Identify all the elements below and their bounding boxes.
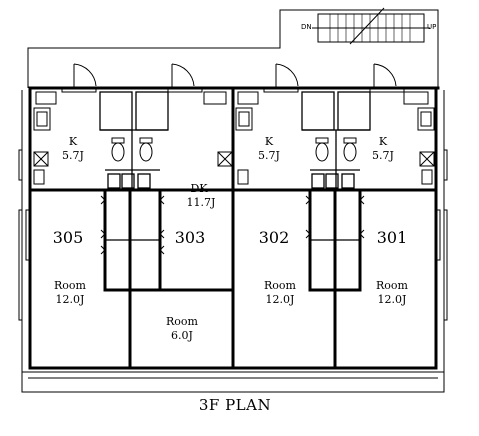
unit-301-kitchen-name: K — [378, 135, 388, 148]
unit-303-room-size: 6.0J — [171, 329, 193, 342]
unit-302-kitchen-name: K — [264, 135, 274, 148]
unit-301-kitchen-size: 5.7J — [372, 149, 394, 162]
unit-301-room-size: 12.0J — [377, 293, 407, 306]
unit-301-room-name: Room — [376, 279, 408, 292]
unit-301-number: 301 — [376, 228, 408, 247]
unit-305-number: 305 — [52, 228, 84, 247]
unit-302-room-name: Room — [264, 279, 296, 292]
unit-303-number: 303 — [174, 228, 206, 247]
unit-302-number: 302 — [258, 228, 290, 247]
unit-305-room-name: Room — [54, 279, 86, 292]
inner-walls — [99, 91, 371, 241]
stair-down-label: DN — [301, 23, 312, 31]
unit-305-kitchen-size: 5.7J — [62, 149, 84, 162]
unit-302-kitchen-size: 5.7J — [258, 149, 280, 162]
windows — [18, 149, 448, 321]
stair-box — [312, 7, 430, 45]
stair-up-label: UP — [427, 23, 437, 31]
plan-title: 3F PLAN — [198, 396, 272, 414]
closet-markers — [100, 195, 365, 255]
building-outline — [21, 9, 445, 393]
unit-305-kitchen-name: K — [68, 135, 78, 148]
unit-302-room-size: 12.0J — [265, 293, 295, 306]
kitchen-fixtures — [33, 91, 435, 185]
toilet-fixtures — [111, 137, 357, 162]
entry-doors — [61, 63, 405, 93]
unit-305-room-size: 12.0J — [55, 293, 85, 306]
unit-303-room-name: Room — [166, 315, 198, 328]
unit-303-dk-name: DK — [190, 182, 208, 195]
unit-303-dk-size: 11.7J — [186, 196, 216, 209]
